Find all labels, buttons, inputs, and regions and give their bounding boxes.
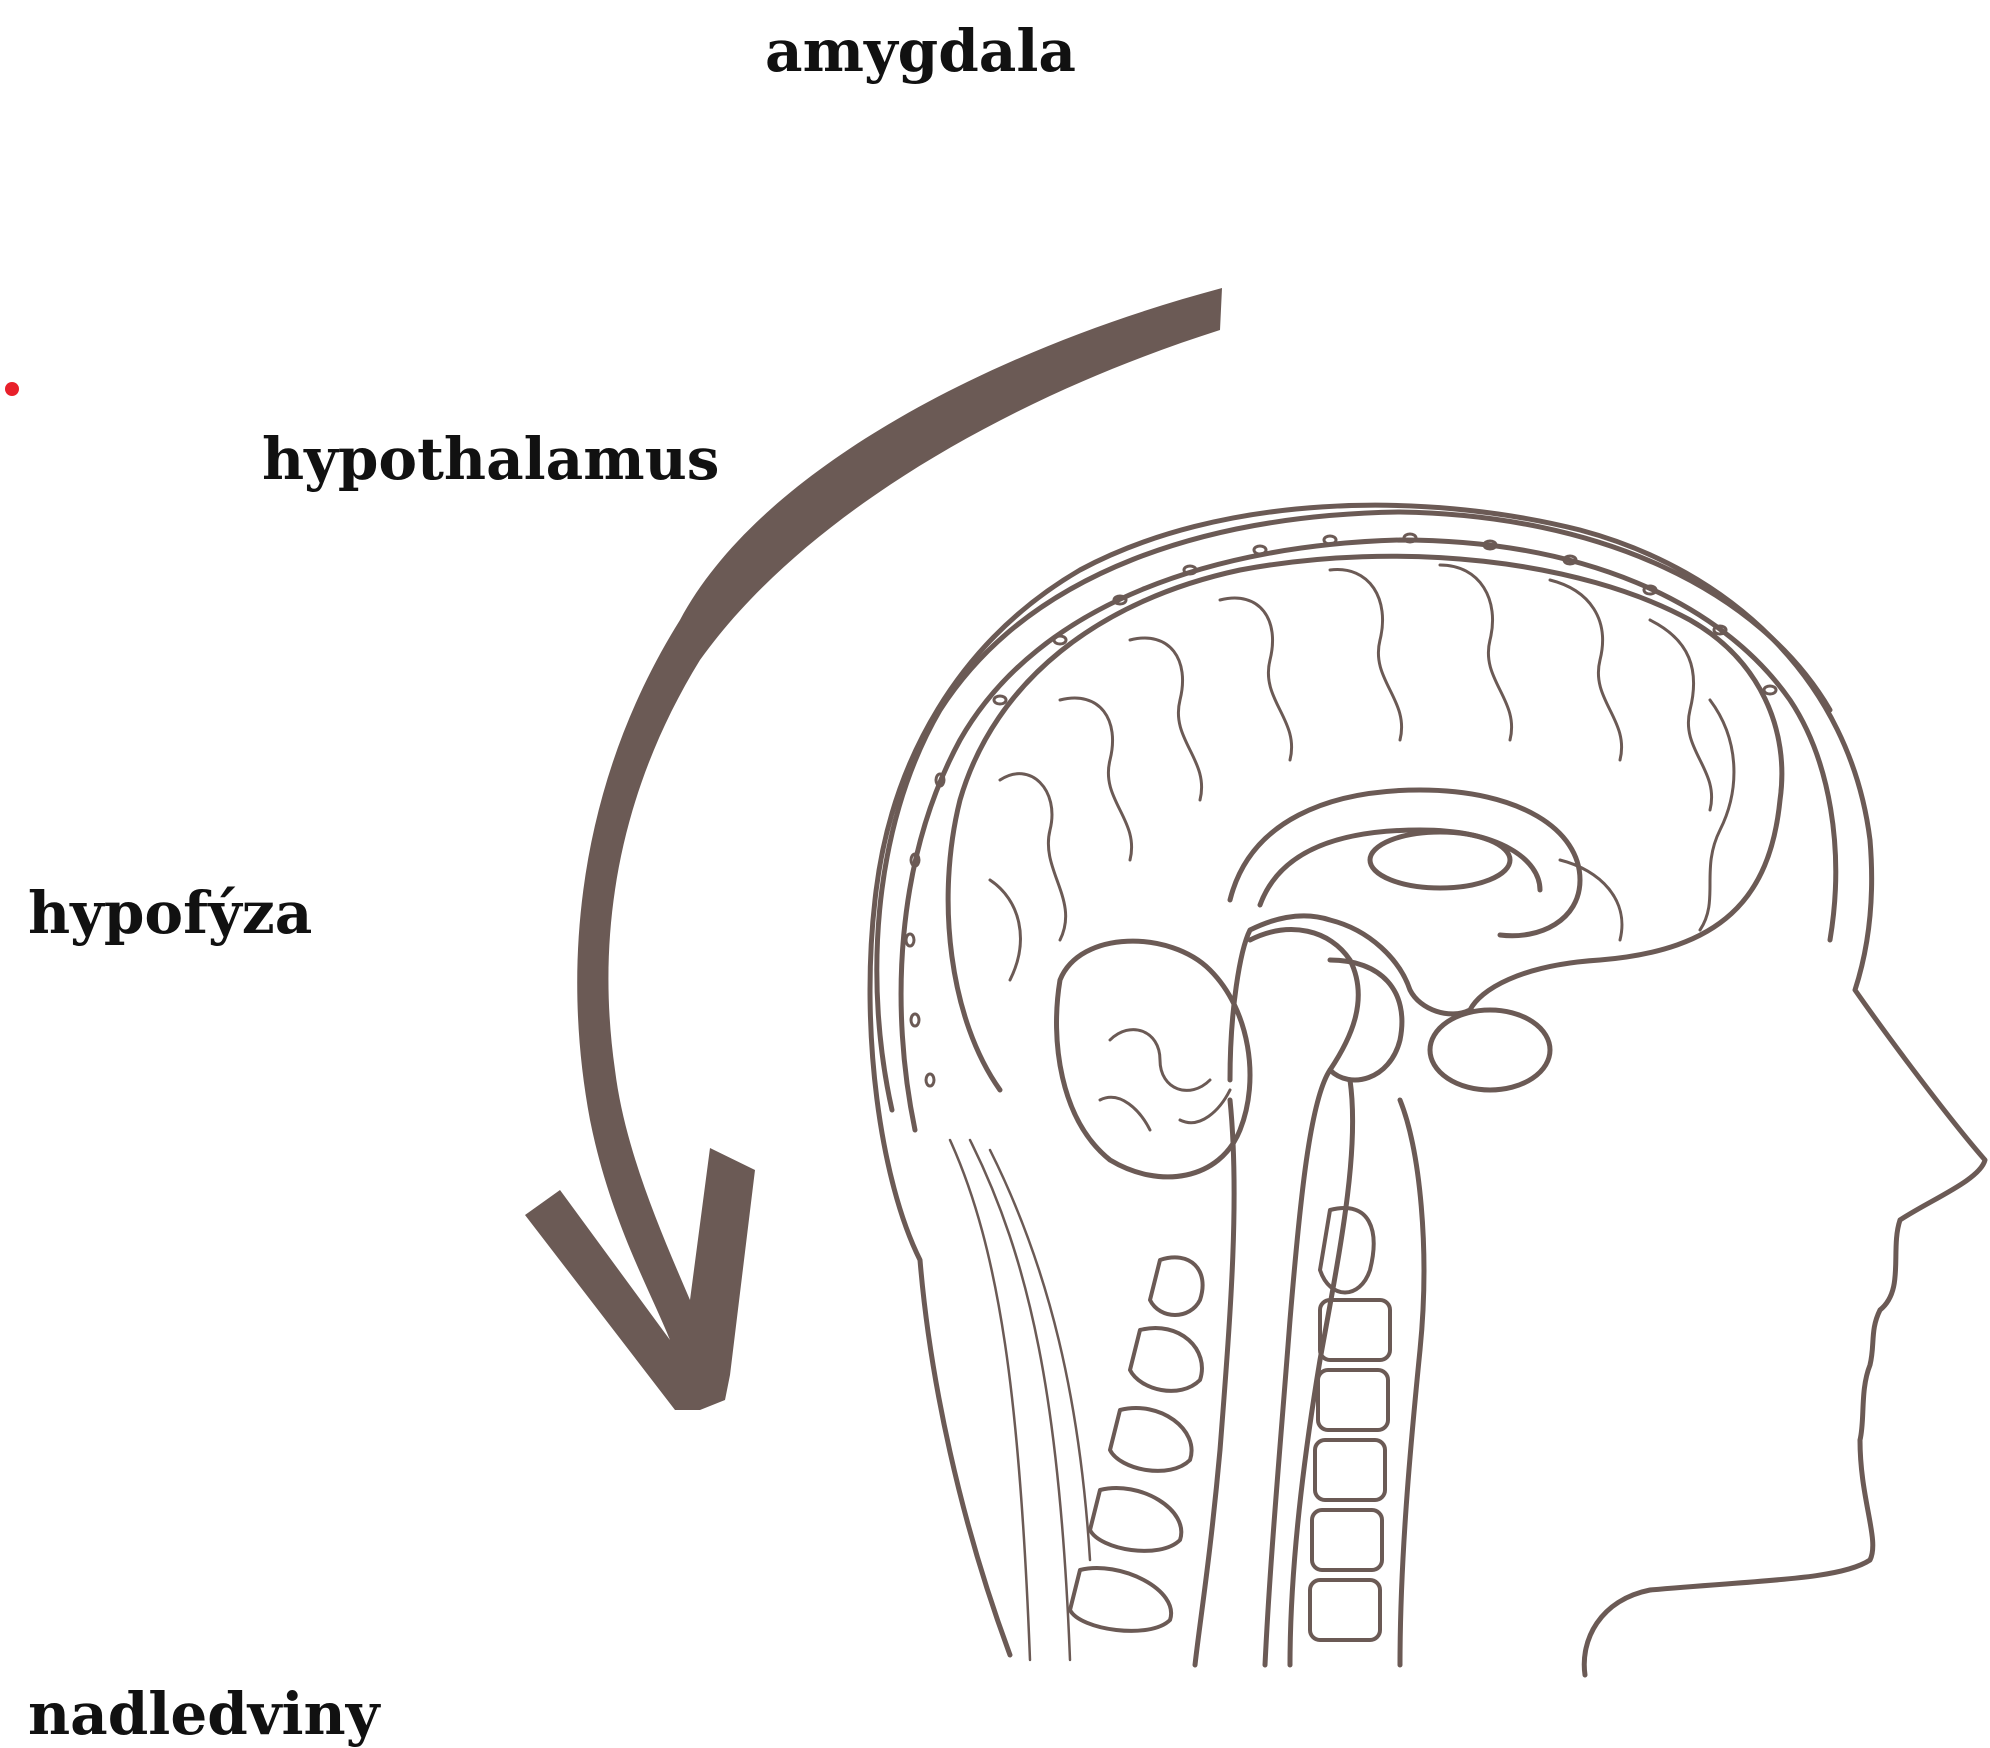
pons [1330,960,1402,1080]
head-outline [870,505,1985,1675]
brain-stem [1250,930,1358,1665]
spinal-cord-back [1195,1100,1234,1665]
head-brain-sagittal-section [870,505,1985,1675]
neck-muscles [950,1140,1090,1660]
ventricle [1370,832,1510,888]
skull-bone-dots [906,534,1776,1086]
sphenoid-sinus [1430,1010,1550,1090]
brain-outline [948,556,1782,1090]
curved-down-arrow-icon [525,288,1222,1410]
brain-gyri [990,565,1734,980]
cerebellum [1057,941,1250,1177]
corpus-callosum-inner [1260,830,1540,905]
pharynx [1400,1100,1424,1665]
spinous-processes [1070,1257,1203,1631]
cervical-vertebrae [1310,1208,1390,1640]
